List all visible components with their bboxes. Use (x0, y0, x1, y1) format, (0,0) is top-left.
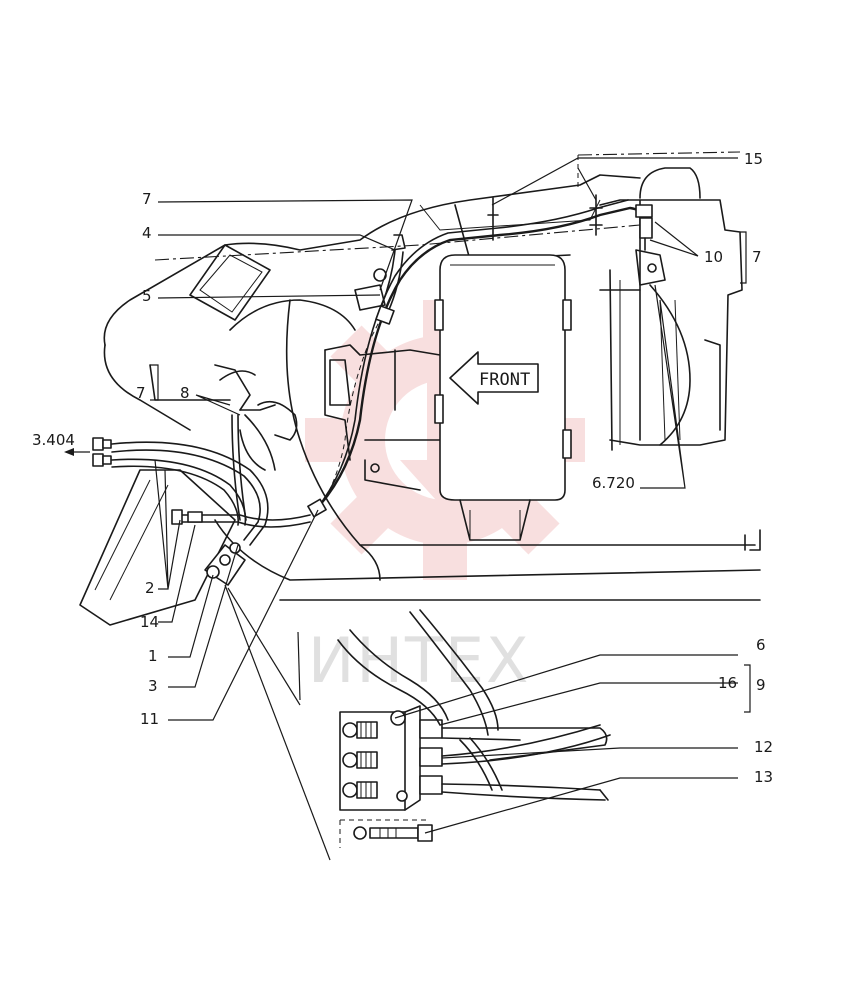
callout-3404: 3.404 (32, 431, 75, 449)
hydraulic-pipes (92, 194, 666, 586)
callout-4: 4 (142, 224, 152, 242)
callout-2: 2 (145, 579, 155, 597)
callout-5: 5 (142, 287, 152, 305)
callout-lines (64, 157, 751, 861)
callout-9: 9 (756, 676, 766, 694)
valve-10 (635, 204, 666, 286)
callout-12: 12 (754, 738, 773, 756)
callout-7-top: 7 (142, 190, 152, 208)
front-arrow-icon (449, 351, 539, 405)
front-arrow-label: FRONT (479, 370, 530, 390)
callout-1: 1 (148, 647, 158, 665)
callout-11: 11 (140, 710, 159, 728)
callout-labels: 7 4 5 7 8 3.404 2 14 1 3 11 15 10 7 6.72… (32, 150, 773, 786)
left-pipe-fittings (92, 437, 203, 525)
callout-6720: 6.720 (592, 474, 635, 492)
valve-block-detail (337, 609, 611, 848)
callout-3: 3 (148, 677, 158, 695)
callout-16: 16 (718, 674, 737, 692)
callout-8: 8 (180, 384, 190, 402)
callout-15: 15 (744, 150, 763, 168)
callout-10: 10 (704, 248, 723, 266)
bolt-13 (353, 824, 433, 842)
callout-7-right: 7 (752, 248, 762, 266)
callout-13: 13 (754, 768, 773, 786)
hydraulic-tank: FRONT (434, 254, 572, 541)
callout-6: 6 (756, 636, 766, 654)
callout-7-left: 7 (136, 384, 146, 402)
callout-14: 14 (140, 613, 159, 631)
